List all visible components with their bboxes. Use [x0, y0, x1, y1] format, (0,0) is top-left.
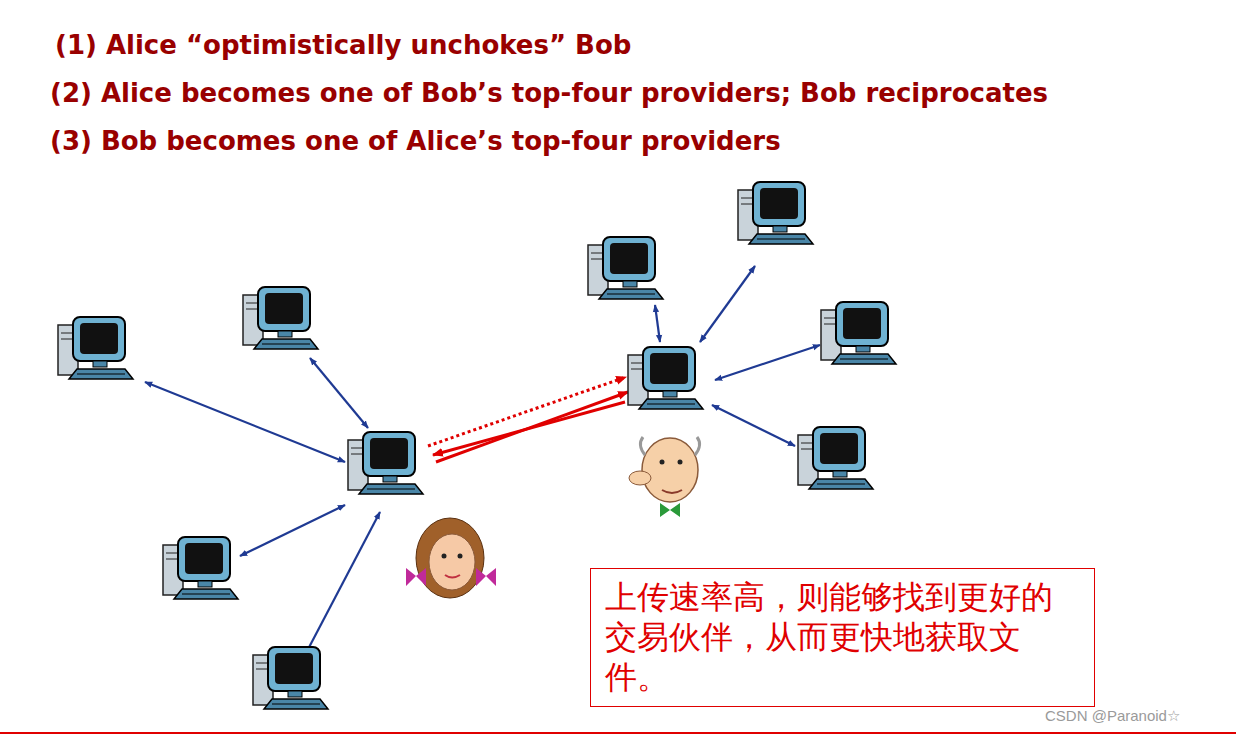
bob-face — [629, 437, 700, 517]
title-line: (3) Bob becomes one of Alice’s top-four … — [50, 126, 781, 156]
watermark: CSDN @Paranoid☆ — [1045, 707, 1180, 725]
title-line: (1) Alice “optimistically unchokes” Bob — [55, 30, 631, 60]
alice-face — [406, 518, 496, 598]
bottom-rule — [0, 732, 1236, 734]
note-box: 上传速率高，则能够找到更好的交易伙伴，从而更快地获取文件。 — [590, 568, 1095, 707]
note-text: 上传速率高，则能够找到更好的交易伙伴，从而更快地获取文件。 — [605, 577, 1080, 697]
title-line: (2) Alice becomes one of Bob’s top-four … — [50, 78, 1048, 108]
